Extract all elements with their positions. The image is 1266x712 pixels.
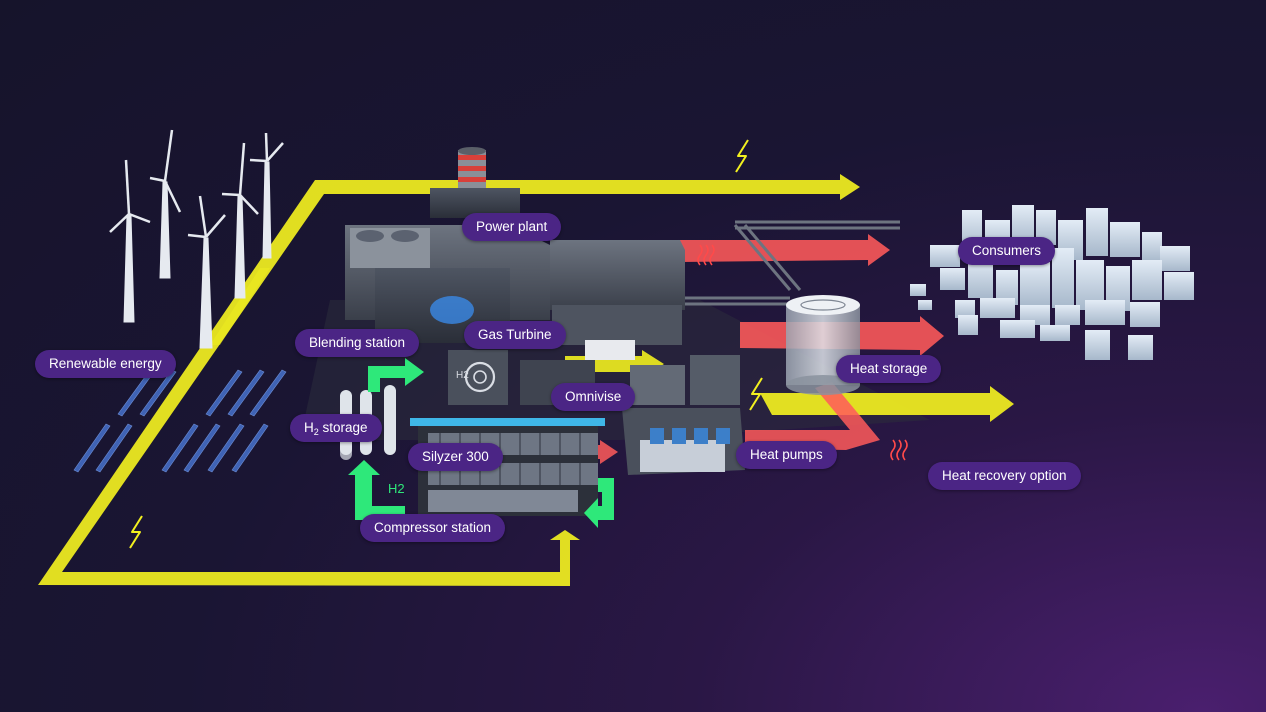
heat-storage-tank xyxy=(786,295,860,395)
heat-wave-icon xyxy=(697,244,715,266)
label-blending-station: Blending station xyxy=(295,329,420,357)
label-power-plant: Power plant xyxy=(462,213,562,241)
solar-panel xyxy=(205,369,243,417)
pipe-bridge xyxy=(685,220,900,306)
label-h2-storage-subscript: 2 xyxy=(313,427,319,437)
wind-turbines xyxy=(109,129,284,349)
svg-text:H2: H2 xyxy=(388,481,405,496)
city-consumers xyxy=(910,205,1194,360)
heat-arrow-plant-top xyxy=(680,234,890,266)
solar-panel-field xyxy=(73,369,287,473)
lightning-icon xyxy=(749,377,763,411)
wind-turbine xyxy=(187,195,226,349)
label-consumers: Consumers xyxy=(958,237,1056,265)
heat-arrow-heatpump xyxy=(745,382,880,450)
hydrogen-arrow-from-compressor xyxy=(348,460,405,520)
power-plant-complex: H2 xyxy=(345,147,900,405)
label-h2-storage: H2 storage xyxy=(290,414,382,442)
h2-icon: H2 xyxy=(388,481,405,496)
solar-panel xyxy=(227,369,265,417)
lightning-icon xyxy=(735,139,749,173)
hydrogen-arrow-to-blending xyxy=(368,358,424,392)
solar-panel xyxy=(95,423,133,473)
label-gas-turbine: Gas Turbine xyxy=(464,321,566,349)
heat-wave-icon xyxy=(890,439,908,461)
solar-panel xyxy=(161,423,199,473)
electricity-path-to-plant xyxy=(210,268,270,345)
solar-panel xyxy=(249,369,287,417)
label-heat-pumps: Heat pumps xyxy=(736,441,837,469)
wind-turbine xyxy=(149,129,182,279)
wind-turbine xyxy=(109,159,151,323)
label-h2-storage-prefix: H xyxy=(304,420,314,435)
generator-hall xyxy=(550,240,685,310)
solar-panel xyxy=(183,423,221,473)
wind-turbine xyxy=(249,132,284,259)
hydrogen-flow-arrows xyxy=(348,358,614,528)
label-renewable-energy: Renewable energy xyxy=(35,350,176,378)
heat-pumps-unit xyxy=(622,408,745,475)
solar-panel xyxy=(207,423,245,473)
label-compressor-station: Compressor station xyxy=(360,514,506,542)
h2-turbine-unit xyxy=(448,350,508,405)
label-heat-storage: Heat storage xyxy=(836,355,942,383)
turbine-h2-emblem: H2 xyxy=(456,370,469,381)
wind-turbine xyxy=(221,142,259,299)
lightning-icon xyxy=(129,515,143,549)
solar-panel xyxy=(231,423,269,473)
solar-panel xyxy=(73,423,111,473)
label-omnivise: Omnivise xyxy=(551,383,636,411)
hydrogen-arrow-loop xyxy=(584,478,614,528)
label-h2-storage-suffix: storage xyxy=(318,420,368,435)
gas-turbine-glow xyxy=(430,296,474,324)
label-heat-recovery-option: Heat recovery option xyxy=(928,462,1081,490)
label-silyzer-300: Silyzer 300 xyxy=(408,443,503,471)
solar-panel xyxy=(139,369,177,417)
